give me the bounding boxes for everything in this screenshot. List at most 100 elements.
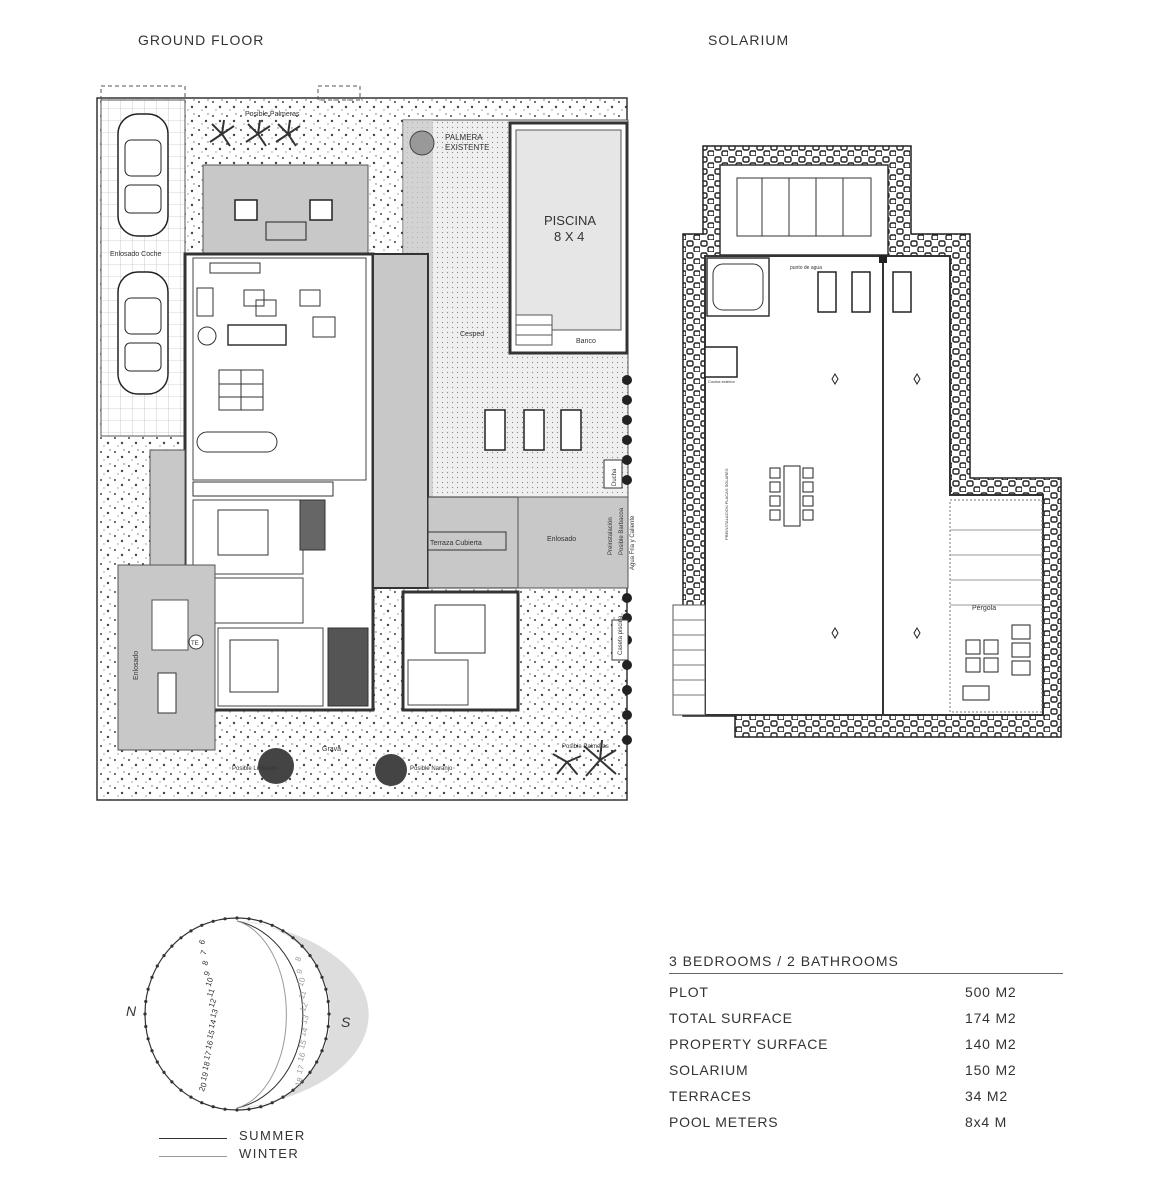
summer-hour: 6	[197, 938, 207, 946]
label-cesped: Cesped	[460, 331, 484, 338]
sun-tick	[200, 1101, 204, 1105]
label-preinstalacion-placas: PREINSTALACION PLACAS SOLARES	[724, 468, 729, 540]
sun-tick	[189, 929, 193, 933]
sun-tick	[170, 1080, 174, 1084]
sun-tick	[211, 919, 215, 923]
solarium-title: SOLARIUM	[708, 32, 790, 48]
winter-path	[236, 920, 287, 1109]
sun-tick	[315, 1060, 319, 1064]
sun-tick	[281, 929, 285, 933]
sun-tick	[247, 1107, 251, 1111]
existing-palm	[409, 130, 435, 156]
label-posible-naranjo: Posible Naranjo	[410, 766, 453, 772]
specs-header: 3 BEDROOMS / 2 BATHROOMS	[669, 953, 1063, 974]
spec-value: 150 M2	[965, 1062, 1017, 1078]
spec-label: PLOT	[669, 984, 709, 1000]
label-pool-size: 8 X 4	[554, 229, 584, 244]
sun-tick	[162, 954, 166, 958]
pedestrian-gate	[317, 85, 361, 101]
winter-hour: 13	[299, 1013, 311, 1025]
sun-tick	[320, 975, 324, 979]
sun-tick	[144, 1024, 148, 1029]
sun-tick	[235, 916, 239, 920]
label-grava: Grava	[322, 746, 341, 753]
sun-tick	[327, 1012, 331, 1016]
summer-hour: 20	[197, 1081, 209, 1093]
label-enlosado-coche: Enlosado Coche	[110, 251, 161, 258]
sun-tick	[324, 1037, 328, 1041]
spec-label: POOL METERS	[669, 1114, 779, 1130]
spec-label: PROPERTY SURFACE	[669, 1036, 829, 1052]
car-top	[117, 113, 169, 237]
ground-floor-title: GROUND FLOOR	[138, 32, 265, 48]
winter-hour: 14	[298, 1026, 310, 1038]
label-posible-palmeras: Posible Palmeras	[245, 111, 300, 118]
winter-hour: 12	[298, 1001, 310, 1013]
solarium-plan: punto de agua Pérgola Cocina exterior PR…	[672, 145, 1062, 738]
label-enlosado: Enlosado	[547, 536, 576, 543]
label-posible-limonero: Posible Limonero	[232, 766, 279, 772]
label-punto-agua: punto de agua	[790, 265, 822, 271]
sun-tick	[155, 1060, 159, 1064]
sun-tick	[179, 936, 183, 940]
sun-tick	[259, 919, 263, 923]
lemon-tree	[258, 748, 294, 784]
summer-hour: 7	[199, 948, 209, 956]
sun-tick	[291, 936, 295, 940]
winter-hour: 9	[295, 967, 305, 975]
spec-label: TERRACES	[669, 1088, 752, 1104]
label-te: TE	[191, 641, 199, 647]
living-room	[192, 257, 367, 481]
summer-hour: 19	[199, 1070, 211, 1082]
sun-tick	[300, 944, 304, 948]
sun-tick	[235, 1108, 239, 1112]
sun-tick	[143, 1012, 147, 1016]
sun-tick	[308, 1070, 312, 1074]
spec-label: TOTAL SURFACE	[669, 1010, 793, 1026]
spec-value: 34 M2	[965, 1088, 1008, 1104]
label-agua-fria: Agua Fria y Caliente	[630, 515, 636, 570]
sun-tick	[320, 1049, 324, 1053]
sun-tick	[300, 1080, 304, 1084]
sun-tick	[146, 1037, 150, 1041]
bedroom-1	[192, 499, 304, 575]
winter-hour: 17	[295, 1063, 307, 1075]
pool-sunbeds	[484, 409, 582, 451]
sun-tick	[281, 1095, 285, 1099]
summer-hour: 9	[202, 969, 212, 977]
sun-tick	[211, 1105, 215, 1109]
label-terraza-cubierta: Terraza Cubierta	[430, 540, 482, 547]
summer-hour: 14	[207, 1018, 219, 1030]
label-existente: EXISTENTE	[445, 143, 489, 152]
label-enlosado-left: Enlosado	[133, 651, 140, 680]
sun-tick	[291, 1088, 295, 1092]
label-piscina: PISCINA	[544, 213, 596, 228]
sun-tick	[150, 1049, 154, 1053]
sun-tick	[189, 1095, 193, 1099]
spec-row: POOL METERS 8x4 M	[669, 1114, 1063, 1130]
sun-tick	[326, 1024, 330, 1029]
summer-hour: 17	[202, 1049, 214, 1061]
sun-tick	[162, 1070, 166, 1074]
summer-hour: 10	[204, 976, 216, 988]
label-cocina-exterior: Cocina exterior	[708, 379, 736, 384]
car-gate	[100, 85, 186, 101]
south-label: S	[341, 1014, 351, 1030]
label-preinstalacion: Preinstalación	[608, 517, 614, 555]
summer-hour: 13	[208, 1007, 220, 1019]
car-bottom	[117, 271, 169, 395]
sun-tick	[270, 923, 274, 927]
summer-hour: 11	[205, 987, 216, 998]
winter-hour: 15	[297, 1038, 309, 1050]
sun-tick	[324, 987, 328, 991]
summer-hour: 18	[200, 1060, 212, 1072]
legend-summer: SUMMER	[239, 1128, 306, 1143]
spec-value: 8x4 M	[965, 1114, 1008, 1130]
legend-winter: WINTER	[239, 1146, 300, 1161]
